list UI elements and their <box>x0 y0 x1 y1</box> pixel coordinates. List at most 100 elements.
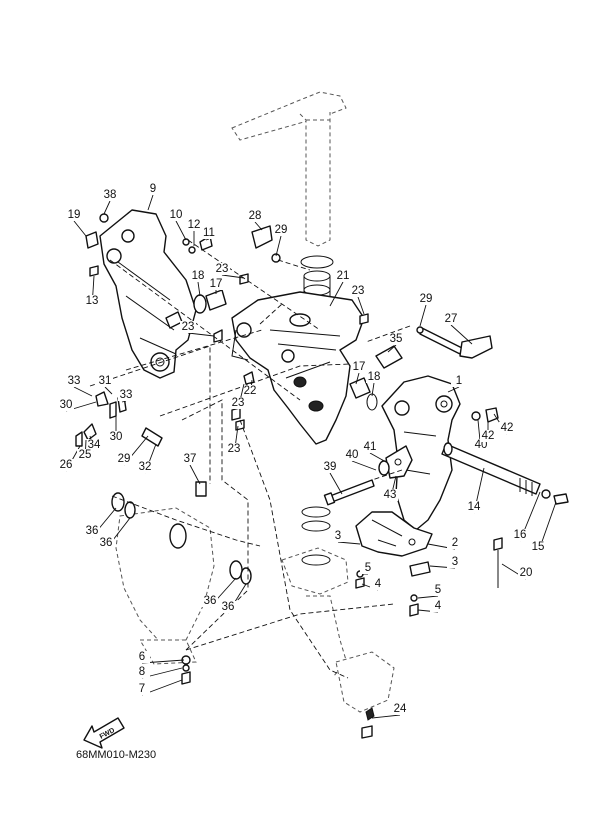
callout-leader-1 <box>447 386 460 393</box>
callout-number-2: 2 <box>452 537 458 549</box>
callout-leader-17b <box>355 372 360 385</box>
callout-number-36c: 36 <box>204 595 217 607</box>
callout-number-42: 42 <box>501 422 514 434</box>
callout-bg-3a <box>330 530 346 542</box>
stopper-plate-43 <box>378 445 413 479</box>
callout-number-3b: 3 <box>452 556 458 568</box>
callout-bg-5a <box>360 562 376 574</box>
callout-number-21: 21 <box>337 270 350 282</box>
callout-bg-36c <box>202 595 218 607</box>
callout-bg-17b <box>351 361 367 373</box>
callout-number-36a: 36 <box>86 525 99 537</box>
callout-number-23d: 23 <box>232 397 245 409</box>
callout-bg-22 <box>242 385 258 397</box>
callout-number-9: 9 <box>150 183 156 195</box>
callout-number-5a: 5 <box>365 562 371 574</box>
callout-bg-18b <box>366 371 382 383</box>
callout-number-24: 24 <box>394 703 407 715</box>
pin-17-left <box>193 289 227 314</box>
callout-number-30b: 30 <box>110 431 123 443</box>
callout-bg-42b <box>480 430 496 442</box>
callout-bg-33a <box>66 375 82 387</box>
callout-number-13: 13 <box>86 295 99 307</box>
callout-number-14: 14 <box>468 501 481 513</box>
callout-leader-23b <box>357 296 365 315</box>
callout-number-38: 38 <box>104 189 117 201</box>
callout-bg-17a <box>208 278 224 290</box>
callout-leader-33a <box>73 386 93 397</box>
callout-bg-41 <box>362 441 378 453</box>
callout-leader-11 <box>205 238 210 241</box>
callout-bg-36a <box>84 525 100 537</box>
callout-leader-23c <box>187 332 215 337</box>
callout-bg-23e <box>226 443 242 455</box>
callout-bg-33b <box>118 389 134 401</box>
callout-number-23e: 23 <box>228 443 241 455</box>
callout-number-31: 31 <box>99 375 112 387</box>
callout-bg-38 <box>102 189 118 201</box>
callout-leader-41 <box>369 452 387 463</box>
callout-number-7: 7 <box>139 683 145 695</box>
callout-number-29b: 29 <box>420 293 433 305</box>
callout-leader-38 <box>103 200 111 215</box>
callout-bg-21 <box>335 270 351 282</box>
callout-number-17b: 17 <box>353 361 366 373</box>
callout-bg-40b <box>344 449 360 461</box>
callout-bg-36b <box>98 537 114 549</box>
callout-number-11: 11 <box>203 227 215 239</box>
callout-bg-24 <box>392 703 408 715</box>
callout-leader-40b <box>351 460 377 471</box>
callout-bg-10 <box>168 209 184 221</box>
callout-leader-33b <box>121 400 127 403</box>
callout-number-36d: 36 <box>222 601 235 613</box>
callout-bg-30a <box>58 399 74 411</box>
callout-number-5b: 5 <box>435 584 441 596</box>
callout-number-12: 12 <box>188 219 201 231</box>
callout-bg-12 <box>186 219 202 231</box>
callout-number-28: 28 <box>249 210 262 222</box>
callout-leader-31 <box>104 386 113 395</box>
callout-number-10: 10 <box>170 209 183 221</box>
callout-bg-29c <box>116 453 132 465</box>
callout-bg-29b <box>418 293 434 305</box>
mount-bracket-2 <box>355 511 433 577</box>
callout-leader-5b <box>417 595 439 599</box>
callout-bg-37 <box>182 453 198 465</box>
callout-bg-5b <box>430 584 446 596</box>
callout-bg-27 <box>443 313 459 325</box>
callout-leader-29a <box>275 235 282 257</box>
callout-number-26: 26 <box>60 459 73 471</box>
callout-leader-35 <box>387 344 397 353</box>
guide-lines <box>89 239 411 679</box>
callout-number-22: 22 <box>244 385 257 397</box>
callout-bg-18a <box>190 270 206 282</box>
callout-number-23c: 23 <box>182 321 195 333</box>
callout-number-37: 37 <box>184 453 197 465</box>
callout-leader-18b <box>371 382 375 397</box>
callout-bg-29a <box>273 224 289 236</box>
callout-number-4a: 4 <box>375 578 382 590</box>
through-shaft <box>441 442 541 496</box>
callout-bg-9 <box>145 183 161 195</box>
callout-leader-18a <box>197 281 201 297</box>
callout-number-35: 35 <box>390 333 403 345</box>
callout-number-29a: 29 <box>275 224 288 236</box>
callout-number-23a: 23 <box>216 263 229 275</box>
callout-bg-39 <box>322 461 338 473</box>
callout-bg-23d <box>230 397 246 409</box>
callout-number-27: 27 <box>445 313 458 325</box>
callout-bg-26 <box>58 459 74 471</box>
callout-bg-19 <box>66 209 82 221</box>
callout-number-43: 43 <box>384 489 397 501</box>
callout-number-20: 20 <box>520 567 533 579</box>
callout-leader-19 <box>73 220 87 237</box>
callout-bg-35 <box>388 333 404 345</box>
callout-bg-15 <box>530 541 546 553</box>
callout-bg-30b <box>108 431 124 443</box>
lower-mount-outline <box>115 506 395 713</box>
pin-35 <box>375 345 403 369</box>
callout-leader-27 <box>450 324 473 345</box>
pin-17 <box>349 377 378 411</box>
